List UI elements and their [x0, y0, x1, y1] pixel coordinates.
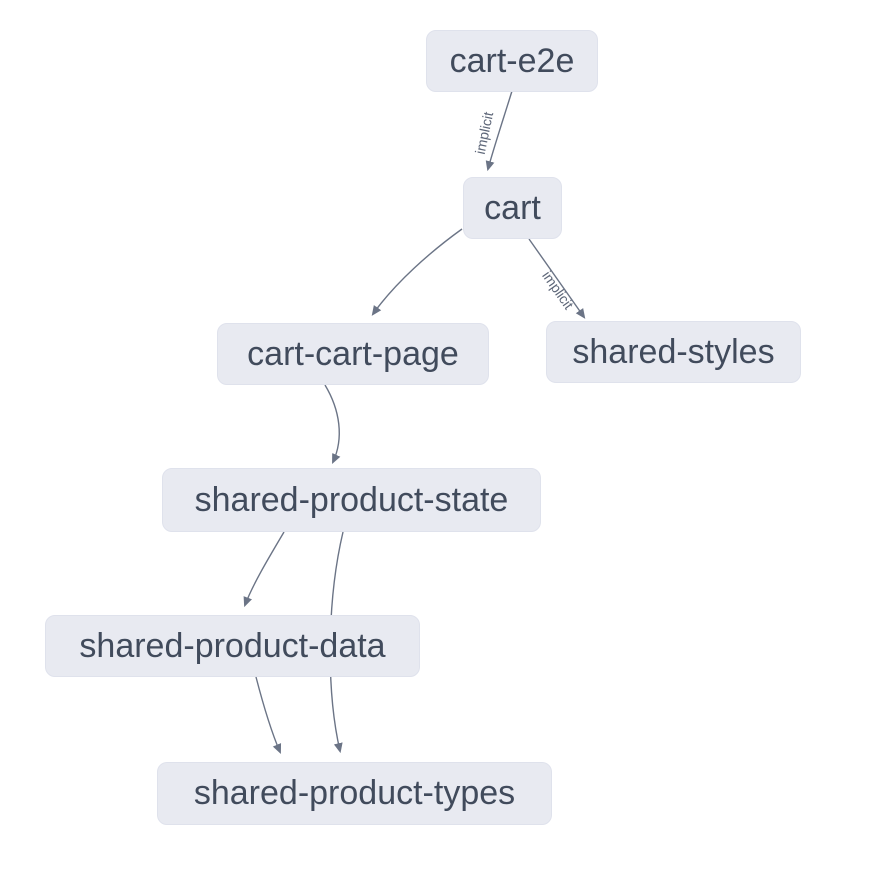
node-shared-product-types[interactable]: shared-product-types [157, 762, 552, 825]
node-label: cart-cart-page [247, 334, 459, 373]
edge-cart-to-cart-cart-page [371, 228, 463, 316]
edge-cart-cart-page-to-shared-product-state [324, 384, 341, 465]
node-label: cart [484, 188, 541, 227]
node-label: shared-product-data [79, 626, 386, 665]
node-shared-product-state[interactable]: shared-product-state [162, 468, 541, 532]
node-shared-product-data[interactable]: shared-product-data [45, 615, 420, 677]
node-shared-styles[interactable]: shared-styles [546, 321, 801, 383]
edge-cart-e2e-to-cart [485, 90, 513, 172]
node-cart[interactable]: cart [463, 177, 562, 239]
edge-shared-product-data-to-shared-product-types [255, 676, 282, 755]
node-label: shared-styles [572, 332, 775, 371]
edge-shared-product-state-to-shared-product-data [243, 531, 285, 608]
node-label: shared-product-state [194, 480, 509, 519]
edge-label-implicit-shared-styles: implicit [539, 268, 577, 312]
edge-cart-to-shared-styles [528, 238, 586, 319]
edge-label-implicit-cart-e2e: implicit [472, 110, 497, 155]
node-label: shared-product-types [193, 774, 516, 812]
node-cart-cart-page[interactable]: cart-cart-page [217, 323, 489, 385]
node-label: cart-e2e [449, 41, 575, 80]
node-cart-e2e[interactable]: cart-e2e [426, 30, 598, 92]
